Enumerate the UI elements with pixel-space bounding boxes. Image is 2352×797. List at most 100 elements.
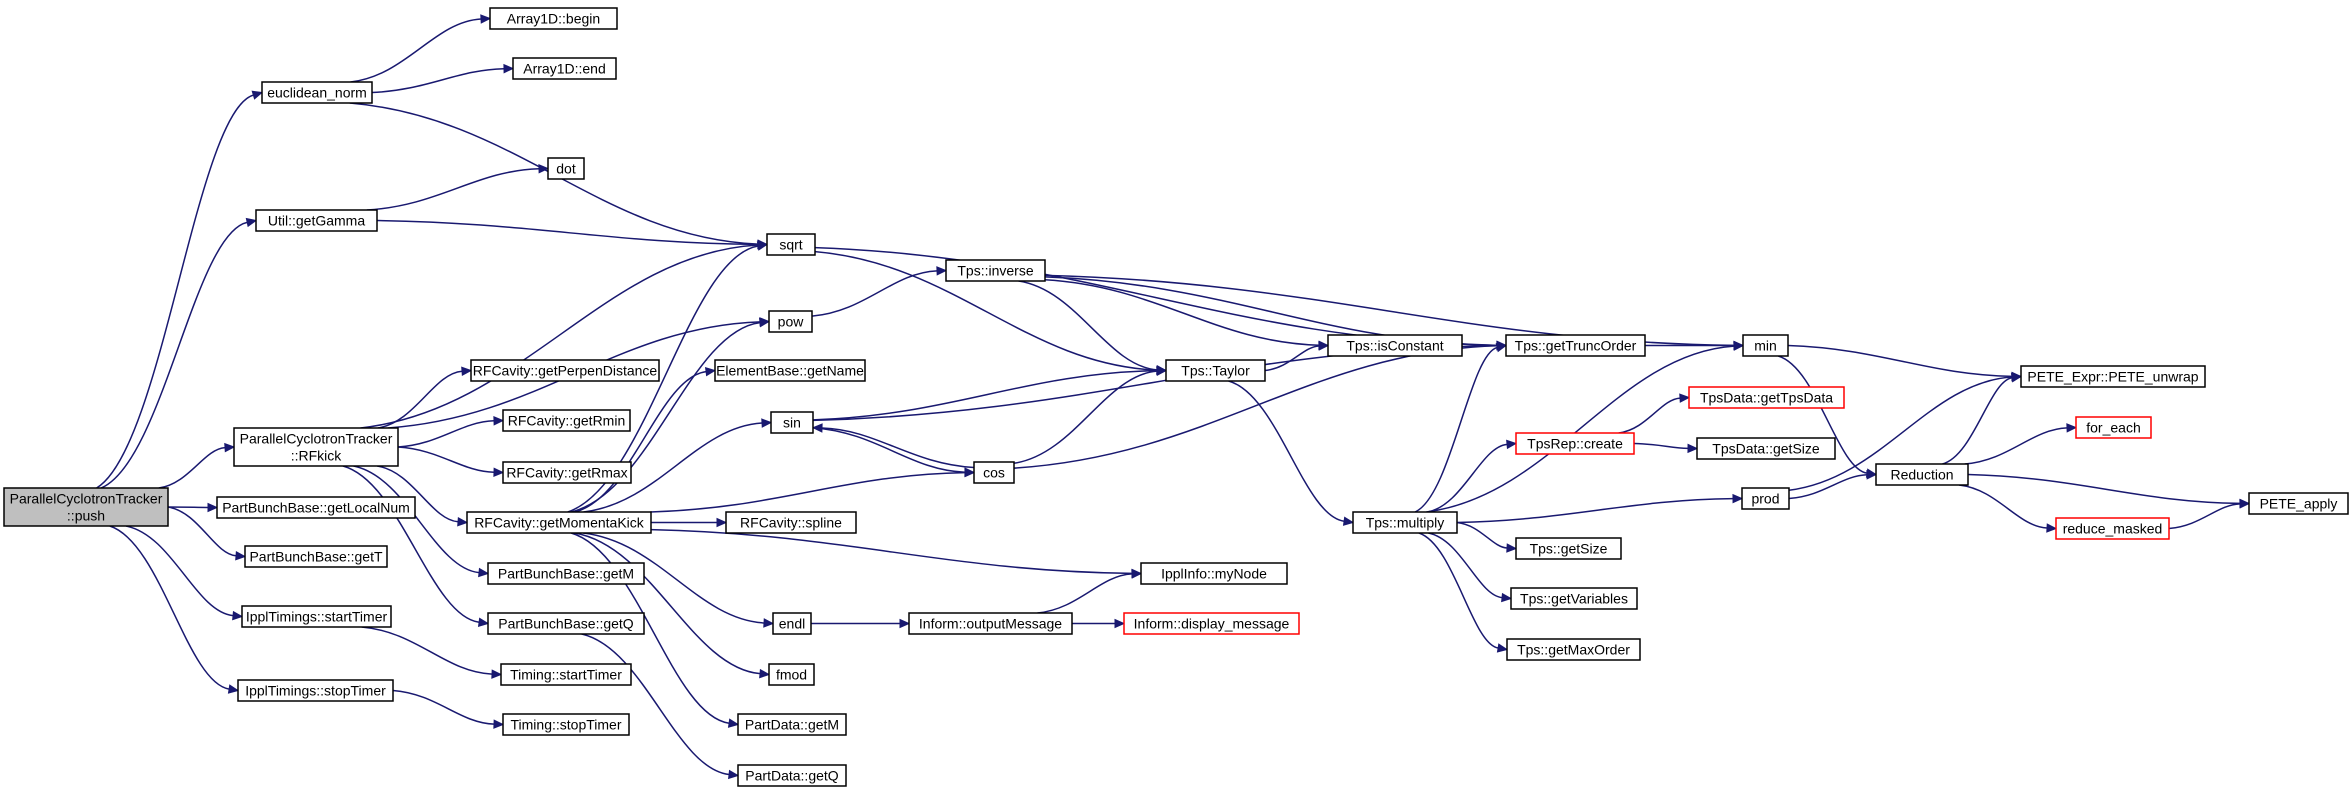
node-box xyxy=(737,764,847,787)
node-label: Reduction xyxy=(1890,467,1953,483)
node-dot[interactable]: dot xyxy=(547,157,585,180)
edge-push-to-euclidean_norm xyxy=(96,90,264,489)
edge-euclidean_norm-to-arr_begin xyxy=(350,14,492,83)
node-tpsrep-create[interactable]: TpsRep::create xyxy=(1515,432,1635,455)
edge-getGamma-to-dot xyxy=(366,164,550,211)
arrowhead-icon xyxy=(716,517,728,528)
node-getMaxOrder[interactable]: Tps::getMaxOrder xyxy=(1506,638,1641,661)
node-sqrt[interactable]: sqrt xyxy=(766,233,816,256)
node-getLocalNum[interactable]: PartBunchBase::getLocalNum xyxy=(216,496,416,519)
edge-getMomentaKick-to-cos xyxy=(650,467,976,513)
edge-line xyxy=(360,244,759,429)
edge-RFkick-to-getMomentaKick xyxy=(377,465,469,527)
node-reduction[interactable]: Reduction xyxy=(1875,463,1969,486)
node-myNode[interactable]: IpplInfo::myNode xyxy=(1140,562,1288,585)
edge-line xyxy=(1426,345,1735,513)
node-box xyxy=(1515,432,1635,455)
node-tps-inverse[interactable]: Tps::inverse xyxy=(945,259,1046,282)
edge-push-to-getLocalNum xyxy=(167,502,219,513)
node-box xyxy=(2075,416,2152,439)
node-stopTimer[interactable]: IpplTimings::stopTimer xyxy=(237,679,394,702)
node-box xyxy=(714,359,866,382)
edge-tpsrep_create-to-getTpsData xyxy=(1618,393,1691,434)
node-arr-end[interactable]: Array1D::end xyxy=(512,57,617,80)
node-display-message[interactable]: Inform::display_message xyxy=(1123,612,1300,635)
node-getRmax[interactable]: RFCavity::getRmax xyxy=(502,461,632,484)
edge-tps_multiply-to-getVariables xyxy=(1428,532,1513,603)
node-pd-getM[interactable]: PartData::getM xyxy=(737,713,847,736)
arrowhead-icon xyxy=(224,442,236,453)
node-getVariables[interactable]: Tps::getVariables xyxy=(1510,587,1638,610)
arrowhead-icon xyxy=(1318,341,1330,351)
node-outputMessage[interactable]: Inform::outputMessage xyxy=(908,612,1073,635)
node-cos[interactable]: cos xyxy=(973,461,1015,484)
edge-line xyxy=(1967,473,2241,505)
node-pete-apply[interactable]: PETE_apply xyxy=(2248,492,2349,515)
node-tps-multiply[interactable]: Tps::multiply xyxy=(1352,511,1458,534)
node-box xyxy=(487,562,645,585)
node-getName[interactable]: ElementBase::getName xyxy=(714,359,866,382)
node-prod[interactable]: prod xyxy=(1741,487,1790,510)
arrowhead-icon xyxy=(899,618,911,629)
node-box xyxy=(3,487,169,527)
edge-push-to-startTimer xyxy=(125,525,244,621)
node-for-each[interactable]: for_each xyxy=(2075,416,2152,439)
node-box xyxy=(241,605,392,628)
node-euclidean-norm[interactable]: euclidean_norm xyxy=(261,81,373,104)
node-pbb-getQ[interactable]: PartBunchBase::getQ xyxy=(487,612,645,635)
node-push[interactable]: ParallelCyclotronTracker::push xyxy=(3,487,169,527)
node-box xyxy=(1741,487,1790,510)
node-arr-begin[interactable]: Array1D::begin xyxy=(489,7,618,30)
node-getMomentaKick[interactable]: RFCavity::getMomentaKick xyxy=(466,511,652,534)
node-tps-taylor[interactable]: Tps::Taylor xyxy=(1165,359,1266,382)
node-getTpsData[interactable]: TpsData::getTpsData xyxy=(1688,386,1845,409)
edge-tps_multiply-to-min xyxy=(1426,341,1745,513)
node-t-startTimer[interactable]: Timing::startTimer xyxy=(500,663,632,686)
node-getRmin[interactable]: RFCavity::getRmin xyxy=(502,409,631,432)
node-label: Tps::getSize xyxy=(1530,541,1608,557)
edge-line xyxy=(1456,521,1508,549)
node-pd-getQ[interactable]: PartData::getQ xyxy=(737,764,847,787)
arrowhead-icon xyxy=(1506,543,1518,553)
node-startTimer[interactable]: IpplTimings::startTimer xyxy=(241,605,392,628)
node-reduce-masked[interactable]: reduce_masked xyxy=(2055,517,2170,540)
node-label: PartBunchBase::getT xyxy=(249,549,383,565)
node-pete-unwrap[interactable]: PETE_Expr::PETE_unwrap xyxy=(2020,365,2206,388)
node-getT[interactable]: PartBunchBase::getT xyxy=(244,545,388,568)
node-spline[interactable]: RFCavity::spline xyxy=(725,511,857,534)
node-getTruncOrder[interactable]: Tps::getTruncOrder xyxy=(1505,334,1646,357)
node-min[interactable]: min xyxy=(1742,334,1789,357)
node-tps-isConstant[interactable]: Tps::isConstant xyxy=(1327,334,1463,357)
node-getGamma[interactable]: Util::getGamma xyxy=(255,209,378,232)
node-endl[interactable]: endl xyxy=(772,612,812,635)
node-box xyxy=(770,411,814,434)
arrowhead-icon xyxy=(2239,499,2251,509)
node-pbb-getM[interactable]: PartBunchBase::getM xyxy=(487,562,645,585)
node-label: PartData::getQ xyxy=(745,768,838,784)
edge-line xyxy=(1418,532,1499,649)
edge-tps_multiply-to-prod xyxy=(1456,493,1744,524)
node-fmod[interactable]: fmod xyxy=(768,663,815,686)
node-box xyxy=(502,409,631,432)
node-sin[interactable]: sin xyxy=(770,411,814,434)
edge-line xyxy=(1044,279,1320,346)
node-box xyxy=(1123,612,1300,635)
node-getPerpenDistance[interactable]: RFCavity::getPerpenDistance xyxy=(470,359,660,382)
arrowhead-icon xyxy=(1687,443,1699,454)
node-tps-getSize[interactable]: Tps::getSize xyxy=(1515,537,1622,560)
edge-line xyxy=(1964,427,2068,465)
node-tpsdata-getSize[interactable]: TpsData::getSize xyxy=(1696,437,1836,460)
node-pow[interactable]: pow xyxy=(768,310,813,333)
node-label: Tps::inverse xyxy=(957,263,1033,279)
arrowhead-icon xyxy=(478,567,490,578)
node-label: Tps::getMaxOrder xyxy=(1517,642,1630,658)
node-label: IpplTimings::startTimer xyxy=(246,609,388,625)
arrowhead-icon xyxy=(1732,493,1744,504)
node-t-stopTimer[interactable]: Timing::stopTimer xyxy=(502,713,630,736)
node-RFkick[interactable]: ParallelCyclotronTracker::RFkick xyxy=(233,427,399,467)
node-label: cos xyxy=(983,465,1005,481)
node-box xyxy=(1352,511,1458,534)
node-box xyxy=(233,427,399,467)
node-label: PartBunchBase::getM xyxy=(498,566,634,582)
node-box xyxy=(470,359,660,382)
